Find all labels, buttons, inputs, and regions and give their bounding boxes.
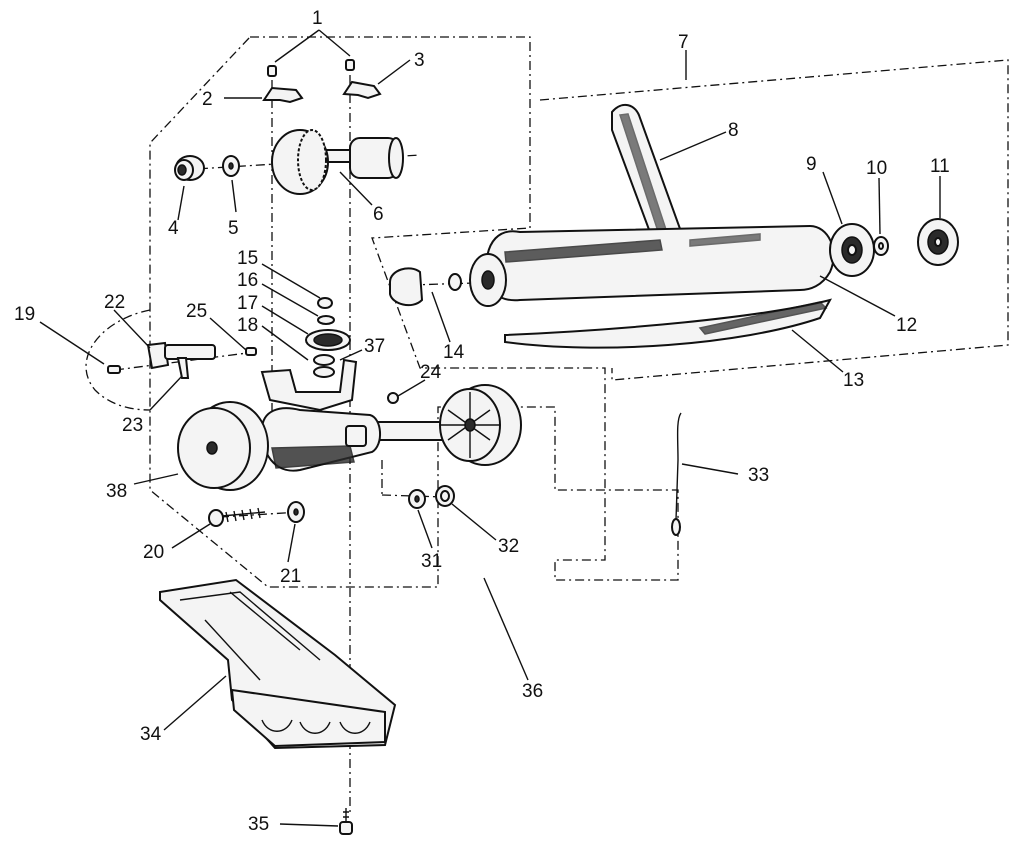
callout-35: 35 <box>248 814 269 835</box>
callout-3: 3 <box>414 50 425 71</box>
gear-part-17 <box>305 329 351 351</box>
spring-part-23 <box>176 357 190 379</box>
axis-nut-32 <box>381 494 446 498</box>
callout-5: 5 <box>228 218 239 239</box>
callout-16: 16 <box>237 270 258 291</box>
axis-knob-14 <box>409 282 476 286</box>
callout-18: 18 <box>237 315 258 336</box>
bushing-part-4 <box>174 155 205 181</box>
washer-part-18 <box>313 354 335 378</box>
callout-24: 24 <box>420 362 442 383</box>
washer-part-16 <box>317 315 335 325</box>
wheel-part-38 <box>177 401 269 491</box>
screw-part-20 <box>208 507 266 527</box>
screw-part-35 <box>339 808 353 835</box>
callout-13: 13 <box>843 370 864 391</box>
wheel-right <box>439 384 522 466</box>
group-outlines <box>85 36 1009 588</box>
outline-group-19-23 <box>85 309 151 411</box>
parts <box>107 59 959 835</box>
axle-assembly-part-36 <box>257 407 479 472</box>
screw-part-1 <box>267 59 355 77</box>
clip-part-2 <box>262 86 304 104</box>
callout-9: 9 <box>806 154 817 175</box>
callout-33: 33 <box>748 465 769 486</box>
callout-19: 19 <box>14 304 35 325</box>
screw-part-19 <box>107 365 121 374</box>
callout-labels: 1 2 3 4 5 6 7 8 9 10 11 12 13 14 15 16 1… <box>14 8 950 835</box>
callout-21: 21 <box>280 566 301 587</box>
knob-part-14 <box>389 267 462 307</box>
callout-32: 32 <box>498 536 519 557</box>
callout-1: 1 <box>312 8 323 29</box>
callout-6: 6 <box>373 204 384 225</box>
pulley-shaft-part-6 <box>271 129 404 195</box>
brush-strip-part-13 <box>504 298 833 349</box>
clip-part-3 <box>342 80 382 100</box>
washer-part-10 <box>873 236 889 256</box>
callout-23: 23 <box>122 415 143 436</box>
callout-38: 38 <box>106 481 127 502</box>
callout-22: 22 <box>104 292 125 313</box>
callout-11: 11 <box>930 156 950 177</box>
washer-part-15 <box>317 297 333 309</box>
outline-group-7 <box>539 59 1009 381</box>
callout-31: 31 <box>421 551 442 572</box>
callout-15: 15 <box>237 248 258 269</box>
end-cap-part-11 <box>917 218 959 266</box>
brush-roll-part-12 <box>469 224 835 307</box>
nut-part-32 <box>435 485 455 507</box>
callout-14: 14 <box>443 342 465 363</box>
washer-part-21 <box>287 501 305 523</box>
callout-2: 2 <box>202 89 213 110</box>
end-cap-part-9 <box>829 223 875 277</box>
callout-10: 10 <box>866 158 887 179</box>
screw-part-25 <box>245 347 257 356</box>
callout-25: 25 <box>186 301 207 322</box>
callout-12: 12 <box>896 315 917 336</box>
washer-part-31 <box>408 489 426 509</box>
callout-20: 20 <box>143 542 164 563</box>
leader-lines <box>39 29 941 827</box>
callout-8: 8 <box>728 120 739 141</box>
callout-34: 34 <box>140 724 162 745</box>
bracket-part-37 <box>260 358 358 412</box>
callout-36: 36 <box>522 681 543 702</box>
callout-37: 37 <box>364 336 385 357</box>
screw-part-24 <box>387 392 399 404</box>
callout-4: 4 <box>168 218 179 239</box>
bracket-part-22 <box>146 341 216 370</box>
washer-part-5 <box>222 155 240 177</box>
callout-7: 7 <box>678 32 689 53</box>
nozzle-plate-part-34 <box>159 578 397 750</box>
callout-17: 17 <box>237 293 258 314</box>
cord-part-33 <box>671 412 682 536</box>
